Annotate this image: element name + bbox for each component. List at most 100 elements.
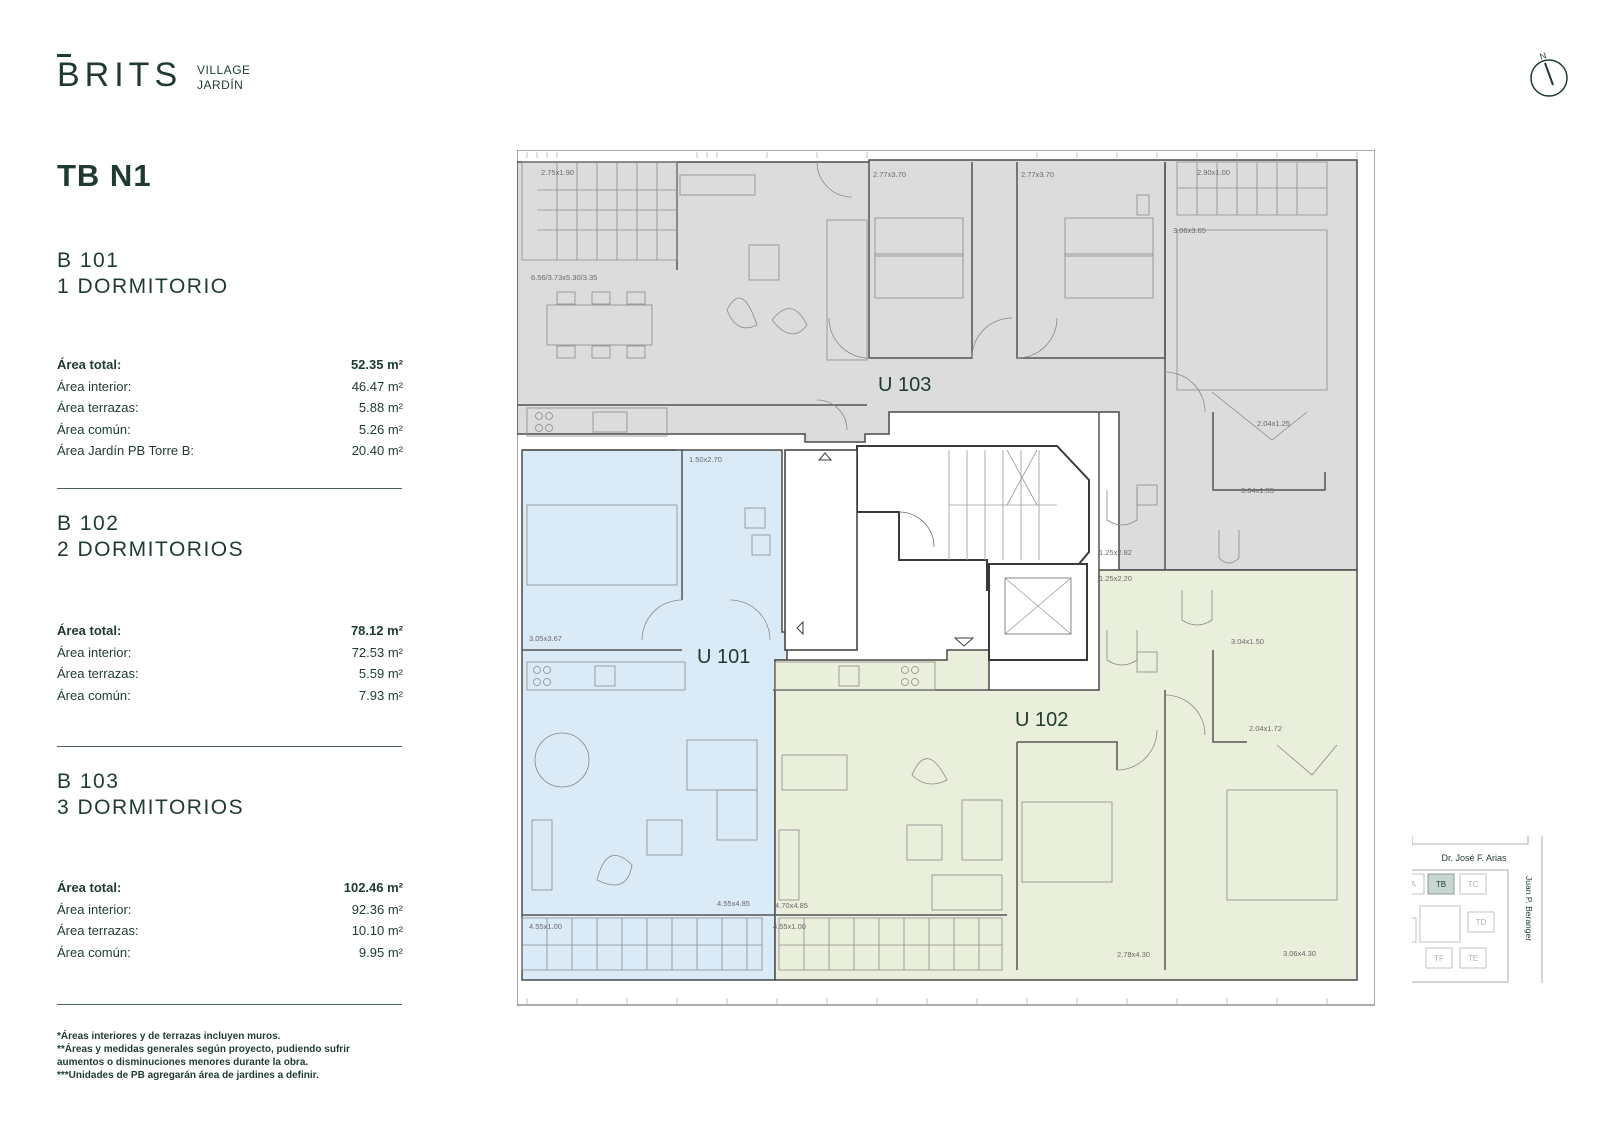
hall-arrow-icon xyxy=(817,452,833,461)
dimension-label: 3.04x1.50 xyxy=(1231,637,1264,646)
dimension-label: 1.50x2.70 xyxy=(689,455,722,464)
tower-label: TE xyxy=(1468,954,1478,963)
area-label: Área terrazas: xyxy=(57,666,139,681)
unit-b102-areas: Área total:78.12 m² Área interior:72.53 … xyxy=(57,620,403,706)
unit-label-u101: U 101 xyxy=(697,646,750,668)
unit-b101-type: 1 DORMITORIO xyxy=(57,275,229,298)
area-row: Área terrazas: 10.10 m² xyxy=(57,920,403,942)
section-divider xyxy=(57,1004,402,1005)
tower-label: TF xyxy=(1434,954,1444,963)
dimension-label: 3.05x3.67 xyxy=(529,634,562,643)
area-label: Área común: xyxy=(57,421,131,437)
unit-b103-code: B 103 xyxy=(57,770,120,793)
dimension-label: 6.56/3.73x5.30/3.35 xyxy=(531,273,597,282)
center-block xyxy=(1419,905,1461,943)
street-label-top: Dr. José F. Arias xyxy=(1441,853,1507,863)
room-dimensions: 2.75x1.90 2.77x3.70 2.77x3.70 2.90x1.00 … xyxy=(529,168,1316,959)
street-label-side: Juan P. Beranger xyxy=(1524,876,1534,941)
dimension-label: 2.78x4.30 xyxy=(1117,950,1150,959)
area-value: 9.95 m² xyxy=(358,944,403,960)
dimension-label: 1.25x2.20 xyxy=(1099,574,1132,583)
area-row: Área terrazas: 5.59 m² xyxy=(57,663,403,685)
stair-core xyxy=(856,445,1090,591)
area-label: Área terrazas: xyxy=(57,400,139,415)
area-row: Área total:102.46 m² xyxy=(57,877,403,899)
unit-b103-type: 3 DORMITORIOS xyxy=(57,796,245,819)
unit-b101-areas: Área total:52.35 m² Área interior:46.47 … xyxy=(57,354,403,462)
dimension-label: 2.90x1.00 xyxy=(1197,168,1230,177)
dimension-label: 4.55x1.00 xyxy=(529,922,562,931)
compass-icon: N xyxy=(1530,52,1568,97)
common-hall xyxy=(784,449,858,651)
unit-u103-zone xyxy=(517,159,1358,571)
dimension-label: 3.04x1.55 xyxy=(1241,486,1274,495)
brand-logo-bar xyxy=(57,54,71,57)
dimension-label: 1.25x2.82 xyxy=(1099,548,1132,557)
tower-labels: TA TB TC TD TE TF TG xyxy=(1412,880,1487,963)
plan-furniture xyxy=(521,161,1338,971)
footnotes: *Áreas interiores y de terrazas incluyen… xyxy=(57,1030,397,1082)
tower-label: TD xyxy=(1476,918,1487,927)
tower-label: TA xyxy=(1412,880,1416,889)
unit-b102-code: B 102 xyxy=(57,512,120,535)
unit-b103-areas: Área total:102.46 m² Área interior:92.36… xyxy=(57,877,403,963)
dimension-label: 2.77x3.70 xyxy=(1021,170,1054,179)
area-label: Área total: xyxy=(57,623,122,638)
unit-b102-title: B 102 2 DORMITORIOS xyxy=(57,511,244,563)
dimension-label: 4.70x4.85 xyxy=(775,901,808,910)
tower-label: TB xyxy=(1436,880,1446,889)
area-row: Área terrazas: 5.88 m² xyxy=(57,397,403,419)
area-value: 102.46 m² xyxy=(343,880,403,895)
area-label: Área común: xyxy=(57,687,131,703)
location-key-map: Dr. José F. Arias Juan P. Beranger TA TB… xyxy=(1412,836,1543,983)
dimension-label: 2.04x1.72 xyxy=(1249,724,1282,733)
footnote-1: *Áreas interiores y de terrazas incluyen… xyxy=(57,1031,281,1042)
section-divider xyxy=(57,488,402,489)
dimension-label: 2.04x1.25 xyxy=(1257,419,1290,428)
area-value: 92.36 m² xyxy=(351,901,403,917)
elevator-shaft xyxy=(988,563,1088,661)
area-row: Área común: 9.95 m² xyxy=(57,942,403,964)
plan-edge-ticks xyxy=(526,152,1358,1004)
area-value: 5.88 m² xyxy=(358,400,403,415)
unit-b102-type: 2 DORMITORIOS xyxy=(57,538,245,561)
tower-blocks xyxy=(1412,873,1495,969)
dimension-label: 3.06x3.65 xyxy=(1173,226,1206,235)
dimension-label: 3.06x4.30 xyxy=(1283,949,1316,958)
area-value: 10.10 m² xyxy=(351,923,403,938)
block-outline xyxy=(1412,869,1509,983)
unit-label-u102: U 102 xyxy=(1015,709,1068,731)
area-label: Área común: xyxy=(57,944,131,960)
area-value: 46.47 m² xyxy=(351,378,403,394)
tower-label: TC xyxy=(1468,880,1479,889)
area-row: Área interior:92.36 m² xyxy=(57,899,403,921)
area-row: Área Jardín PB Torre B:20.40 m² xyxy=(57,440,403,462)
unit-b101-title: B 101 1 DORMITORIO xyxy=(57,248,229,300)
area-value: 5.59 m² xyxy=(358,666,403,681)
area-value: 5.26 m² xyxy=(358,421,403,437)
brand-logo: BRITS xyxy=(57,56,183,94)
tower-tf xyxy=(1425,947,1453,969)
area-row: Área total:52.35 m² xyxy=(57,354,403,376)
compass-label: N xyxy=(1538,52,1548,62)
area-label: Área terrazas: xyxy=(57,923,139,938)
street-line xyxy=(1412,836,1529,845)
plan-walls xyxy=(517,162,1326,970)
footnote-2: **Áreas y medidas generales según proyec… xyxy=(57,1044,350,1068)
area-label: Área Jardín PB Torre B: xyxy=(57,443,195,458)
area-row: Área común: 7.93 m² xyxy=(57,685,403,707)
tower-td xyxy=(1467,911,1495,933)
area-row: Área común: 5.26 m² xyxy=(57,419,403,441)
brand-subtitle: VILLAGE JARDÍN xyxy=(197,63,251,93)
brand-subtitle-line2: JARDÍN xyxy=(197,78,244,92)
compass-ring xyxy=(1530,59,1568,97)
area-label: Área total: xyxy=(57,357,122,372)
tower-ta xyxy=(1412,873,1425,895)
dimension-label: 2.77x3.70 xyxy=(873,170,906,179)
unit-labels: U 103 U 101 U 102 xyxy=(697,374,1068,731)
u103-fill xyxy=(517,159,1358,571)
page-title: TB N1 xyxy=(57,158,152,193)
area-value: 7.93 m² xyxy=(358,687,403,703)
unit-b101-code: B 101 xyxy=(57,249,120,272)
section-divider xyxy=(57,746,402,747)
